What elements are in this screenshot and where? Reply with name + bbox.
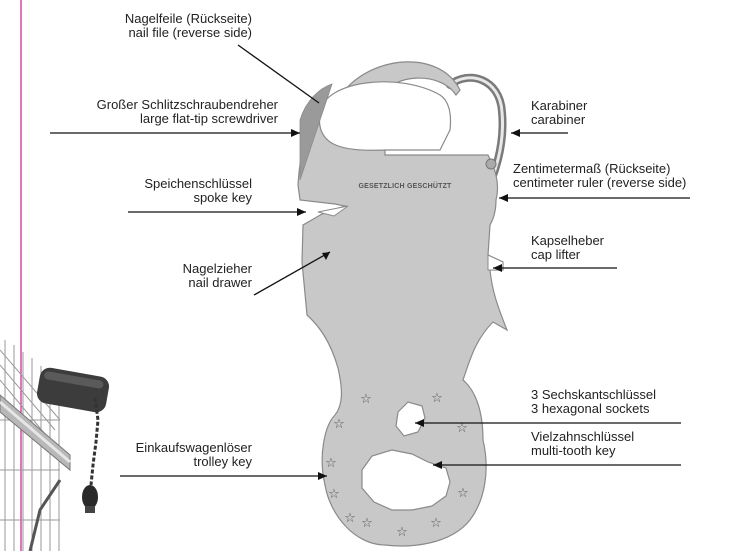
label-multi-tooth-de: Vielzahnschlüssel	[531, 430, 634, 444]
label-trolley-key: Einkaufswagenlöser trolley key	[136, 441, 252, 469]
label-carabiner-en: carabiner	[531, 113, 587, 127]
label-nail-drawer-de: Nagelzieher	[183, 262, 252, 276]
label-trolley-key-en: trolley key	[136, 455, 252, 469]
svg-text:☆: ☆	[360, 392, 372, 407]
svg-text:☆: ☆	[325, 456, 337, 471]
rivet	[486, 159, 496, 169]
label-multi-tooth: Vielzahnschlüssel multi-tooth key	[531, 430, 634, 458]
label-spoke-key-en: spoke key	[144, 191, 252, 205]
svg-text:☆: ☆	[396, 525, 408, 540]
label-multi-tooth-en: multi-tooth key	[531, 444, 634, 458]
svg-text:☆: ☆	[328, 487, 340, 502]
svg-text:☆: ☆	[431, 391, 443, 406]
label-ruler: Zentimetermaß (Rückseite) centimeter rul…	[513, 162, 686, 190]
label-spoke-key: Speichenschlüssel spoke key	[144, 177, 252, 205]
svg-text:☆: ☆	[430, 516, 442, 531]
shopping-trolley-illustration	[0, 340, 111, 551]
label-carabiner-de: Karabiner	[531, 99, 587, 113]
svg-text:☆: ☆	[333, 417, 345, 432]
label-nail-file-de: Nagelfeile (Rückseite)	[125, 12, 252, 26]
label-spoke-key-de: Speichenschlüssel	[144, 177, 252, 191]
label-cap-lifter-de: Kapselheber	[531, 234, 604, 248]
label-nail-file-en: nail file (reverse side)	[125, 26, 252, 40]
label-nail-drawer: Nagelzieher nail drawer	[183, 262, 252, 290]
svg-text:☆: ☆	[344, 511, 356, 526]
label-screwdriver-de: Großer Schlitzschraubendreher	[97, 98, 278, 112]
finger-hole	[319, 82, 450, 150]
label-nail-drawer-en: nail drawer	[183, 276, 252, 290]
label-screwdriver-en: large flat-tip screwdriver	[97, 112, 278, 126]
label-ruler-en: centimeter ruler (reverse side)	[513, 176, 686, 190]
svg-text:☆: ☆	[361, 516, 373, 531]
label-cap-lifter-en: cap lifter	[531, 248, 604, 262]
label-nail-file: Nagelfeile (Rückseite) nail file (revers…	[125, 12, 252, 40]
svg-text:☆: ☆	[457, 486, 469, 501]
label-trolley-key-de: Einkaufswagenlöser	[136, 441, 252, 455]
label-hex-sockets-de: 3 Sechskantschlüssel	[531, 388, 656, 402]
label-screwdriver: Großer Schlitzschraubendreher large flat…	[97, 98, 278, 126]
label-hex-sockets: 3 Sechskantschlüssel 3 hexagonal sockets	[531, 388, 656, 416]
label-cap-lifter: Kapselheber cap lifter	[531, 234, 604, 262]
stamp-text: GESETZLICH GESCHÜTZT	[340, 183, 470, 190]
label-carabiner: Karabiner carabiner	[531, 99, 587, 127]
label-ruler-de: Zentimetermaß (Rückseite)	[513, 162, 686, 176]
label-hex-sockets-en: 3 hexagonal sockets	[531, 402, 656, 416]
